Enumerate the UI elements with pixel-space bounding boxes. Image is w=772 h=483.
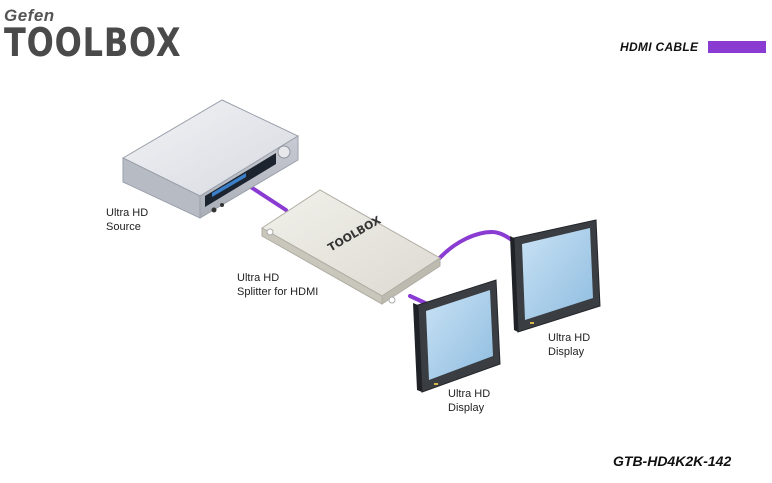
source-label: Ultra HD Source (106, 207, 149, 233)
gefen-toolbox-logo: Gefen TOOLBOX (4, 6, 220, 66)
logo-product-line: TOOLBOX (4, 21, 182, 66)
ultra-hd-splitter-device: TOOLBOX (261, 189, 441, 305)
ultra-hd-display-2 (510, 219, 601, 333)
legend-hdmi-cable-swatch (708, 41, 767, 53)
logo-brand: Gefen (4, 6, 55, 25)
cable-legend: HDMI CABLE (620, 40, 767, 54)
legend-hdmi-cable-label: HDMI CABLE (620, 40, 699, 54)
splitter-label: Ultra HD Splitter for HDMI (237, 272, 319, 298)
ultra-hd-source-device (121, 99, 300, 219)
ultra-hd-display-1 (413, 279, 501, 393)
model-number: GTB-HD4K2K-142 (613, 453, 732, 469)
display-2-label: Ultra HD Display (548, 332, 591, 358)
display-1-label: Ultra HD Display (448, 388, 491, 414)
